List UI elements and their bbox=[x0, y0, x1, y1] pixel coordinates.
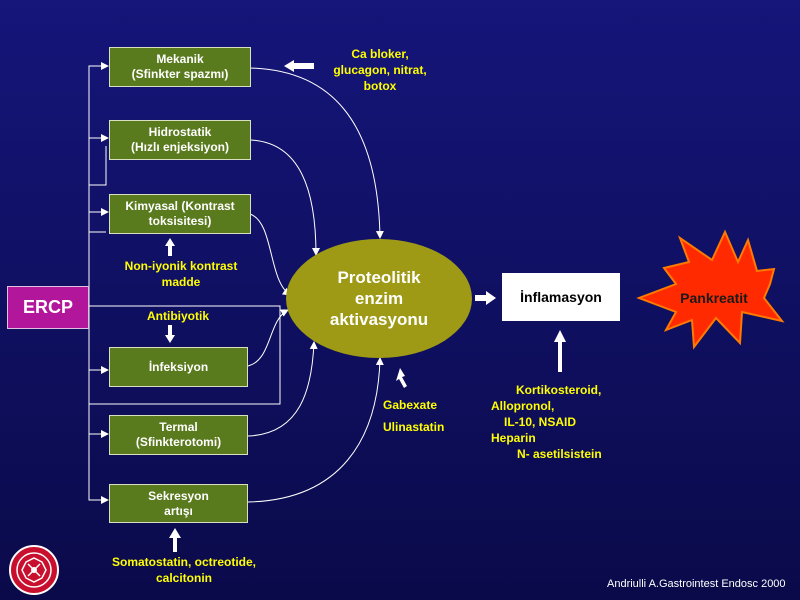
ercp-branch-line bbox=[88, 185, 106, 233]
curve-kimyasal bbox=[249, 213, 291, 296]
pankreatit-label: Pankreatit bbox=[680, 290, 748, 306]
cause-box-infeksiyon: İnfeksiyon bbox=[109, 347, 248, 387]
citation: Andriulli A.Gastrointest Endosc 2000 bbox=[607, 578, 786, 590]
cause-box-termal: Termal(Sfinkterotomi) bbox=[109, 415, 248, 455]
ercp-box: ERCP bbox=[7, 286, 89, 329]
curve-sekresyon bbox=[247, 357, 384, 503]
university-seal-logo bbox=[9, 545, 59, 595]
proteolitik-enzim-ellipse: Proteolitik enzim aktivasyonu bbox=[286, 239, 472, 358]
curve-termal bbox=[247, 341, 318, 437]
curve-infeksiyon bbox=[247, 309, 289, 367]
intervention-enzim: Gabexate Ulinastatin bbox=[383, 398, 445, 434]
inflamasyon-box: İnflamasyon bbox=[502, 273, 620, 321]
arrow-left-icon bbox=[284, 60, 314, 72]
arrow-up-icon bbox=[554, 330, 566, 372]
curve-mekanik bbox=[249, 67, 384, 239]
cause-box-hidrostatik: Hidrostatik(Hızlı enjeksiyon) bbox=[109, 120, 251, 160]
ercp-branch-line bbox=[89, 146, 107, 186]
arrow-right-icon bbox=[475, 291, 496, 305]
intervention-sekresyon: Somatostatin, octreotide, calcitonin bbox=[111, 555, 257, 585]
ercp-branch-line bbox=[88, 404, 106, 435]
pancreatitis-burst-icon bbox=[636, 229, 785, 350]
intervention-infeksiyon: Antibiyotik bbox=[147, 309, 209, 323]
arrow-up-icon bbox=[169, 528, 181, 552]
intervention-inflamasyon: Kortikosteroid, Allopronol, IL-10, NSAID… bbox=[491, 383, 602, 461]
arrow-up-icon bbox=[165, 238, 175, 256]
cause-box-mekanik: Mekanik(Sfinkter spazmı) bbox=[109, 47, 251, 87]
arrow-down-icon bbox=[165, 325, 175, 343]
ercp-branch-line bbox=[88, 434, 106, 501]
intervention-kimyasal: Non-iyonik kontrast madde bbox=[124, 259, 238, 289]
intervention-mekanik: Ca bloker, glucagon, nitrat, botox bbox=[333, 47, 427, 93]
arrow-up-icon bbox=[396, 368, 407, 388]
curve-hidrostatik bbox=[249, 139, 320, 256]
